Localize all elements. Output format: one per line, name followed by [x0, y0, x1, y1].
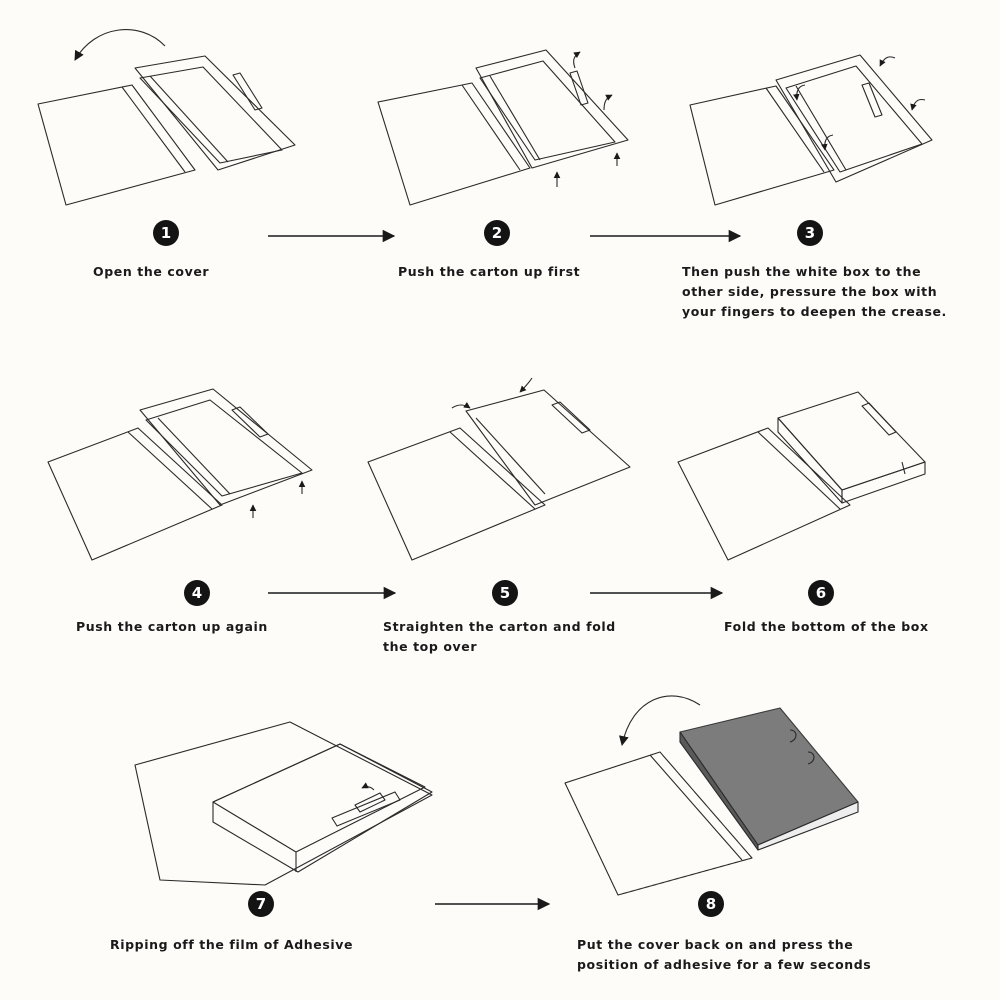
step-7-caption-line: Ripping off the film of Adhesive: [110, 937, 354, 952]
step-7-illustration: [134, 721, 433, 886]
step-8-caption: Put the cover back on and press the posi…: [577, 935, 871, 975]
step-6-caption-line: Fold the bottom of the box: [724, 619, 929, 634]
step-8-badge: 8: [698, 891, 724, 917]
step-3-caption-line-2: other side, pressure the box with: [682, 284, 938, 299]
step-1-badge: 1: [153, 220, 179, 246]
step-2-illustration: [377, 49, 629, 206]
step-8-caption-line-1: Put the cover back on and press the: [577, 937, 854, 952]
step-5-illustration: [367, 377, 631, 561]
step-7-badge: 7: [248, 891, 274, 917]
step-6-badge: 6: [808, 580, 834, 606]
step-1-caption: Open the cover: [93, 262, 209, 282]
step-8-caption-line-2: position of adhesive for a few seconds: [577, 957, 872, 972]
step-2-caption-line: Push the carton up first: [398, 264, 581, 279]
step-6-illustration: [677, 391, 926, 561]
step-4-caption: Push the carton up again: [76, 617, 268, 637]
step-7-caption: Ripping off the film of Adhesive: [110, 935, 353, 955]
step-6-caption: Fold the bottom of the box: [724, 617, 929, 637]
step-4-caption-line: Push the carton up again: [76, 619, 268, 634]
step-5-caption: Straighten the carton and fold the top o…: [383, 617, 616, 657]
step-8-illustration: [564, 695, 859, 896]
step-3-caption-line-1: Then push the white box to the: [682, 264, 922, 279]
step-3-caption-line-3: your fingers to deepen the crease.: [682, 304, 947, 319]
step-3-illustration: [689, 54, 933, 206]
step-5-caption-line-1: Straighten the carton and fold: [383, 619, 616, 634]
step-5-caption-line-2: the top over: [383, 639, 478, 654]
step-3-badge: 3: [797, 220, 823, 246]
step-4-illustration: [47, 388, 313, 561]
step-1-caption-line: Open the cover: [93, 264, 210, 279]
step-1-illustration: [37, 29, 296, 206]
step-2-caption: Push the carton up first: [398, 262, 580, 282]
step-4-badge: 4: [184, 580, 210, 606]
step-5-badge: 5: [492, 580, 518, 606]
step-3-caption: Then push the white box to the other sid…: [682, 262, 947, 322]
step-2-badge: 2: [484, 220, 510, 246]
